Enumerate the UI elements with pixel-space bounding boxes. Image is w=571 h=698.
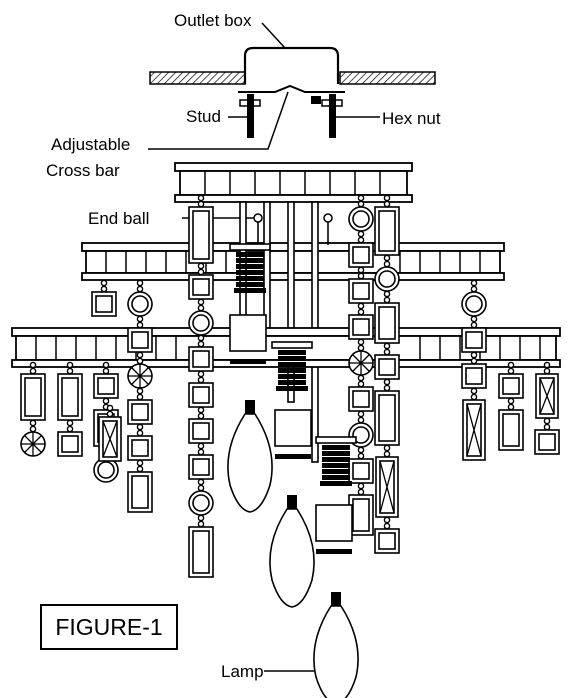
adjustable-cross-bar bbox=[238, 84, 345, 93]
crystal-strand-7 bbox=[57, 361, 83, 457]
hex-nut bbox=[311, 96, 321, 104]
stud-label: Stud bbox=[186, 107, 221, 126]
stud-left bbox=[239, 94, 261, 138]
end-ball-left bbox=[253, 213, 263, 223]
crystal-strand-2 bbox=[374, 194, 400, 554]
leader-lines bbox=[148, 22, 380, 672]
outlet-box-label: Outlet box bbox=[174, 11, 252, 30]
end-ball-pair bbox=[253, 213, 333, 223]
figure-caption: FIGURE-1 bbox=[40, 604, 178, 650]
end-ball-label: End ball bbox=[88, 209, 150, 228]
cross-bar-label: Cross bar bbox=[46, 161, 120, 180]
lamp-2 bbox=[313, 436, 359, 698]
crystal-strand-5 bbox=[461, 279, 487, 461]
outlet-box bbox=[243, 46, 340, 84]
shade-2 bbox=[315, 504, 353, 554]
stud-right bbox=[321, 94, 343, 138]
crystal-strand-0 bbox=[188, 194, 214, 578]
crystal-strand-6 bbox=[20, 361, 46, 457]
lamp-0 bbox=[227, 243, 273, 513]
lamp-label: Lamp bbox=[221, 662, 264, 681]
shade-1 bbox=[274, 409, 312, 459]
shade-0 bbox=[229, 314, 267, 364]
crystal-strand-9 bbox=[98, 404, 122, 462]
end-ball-right bbox=[323, 213, 333, 223]
crystal-strand-11 bbox=[534, 361, 560, 455]
crystal-strand-4 bbox=[127, 279, 153, 513]
adjustable-label: Adjustable bbox=[51, 135, 131, 154]
crystal-strand-3 bbox=[91, 279, 117, 317]
ceiling bbox=[149, 71, 436, 85]
crystal-strand-1 bbox=[348, 194, 374, 536]
top-canopy bbox=[174, 162, 413, 203]
hex-nut-label: Hex nut bbox=[382, 109, 441, 128]
lamp-assemblies bbox=[227, 243, 359, 698]
crystal-strand-10 bbox=[498, 361, 524, 451]
lamp-1 bbox=[269, 341, 315, 608]
